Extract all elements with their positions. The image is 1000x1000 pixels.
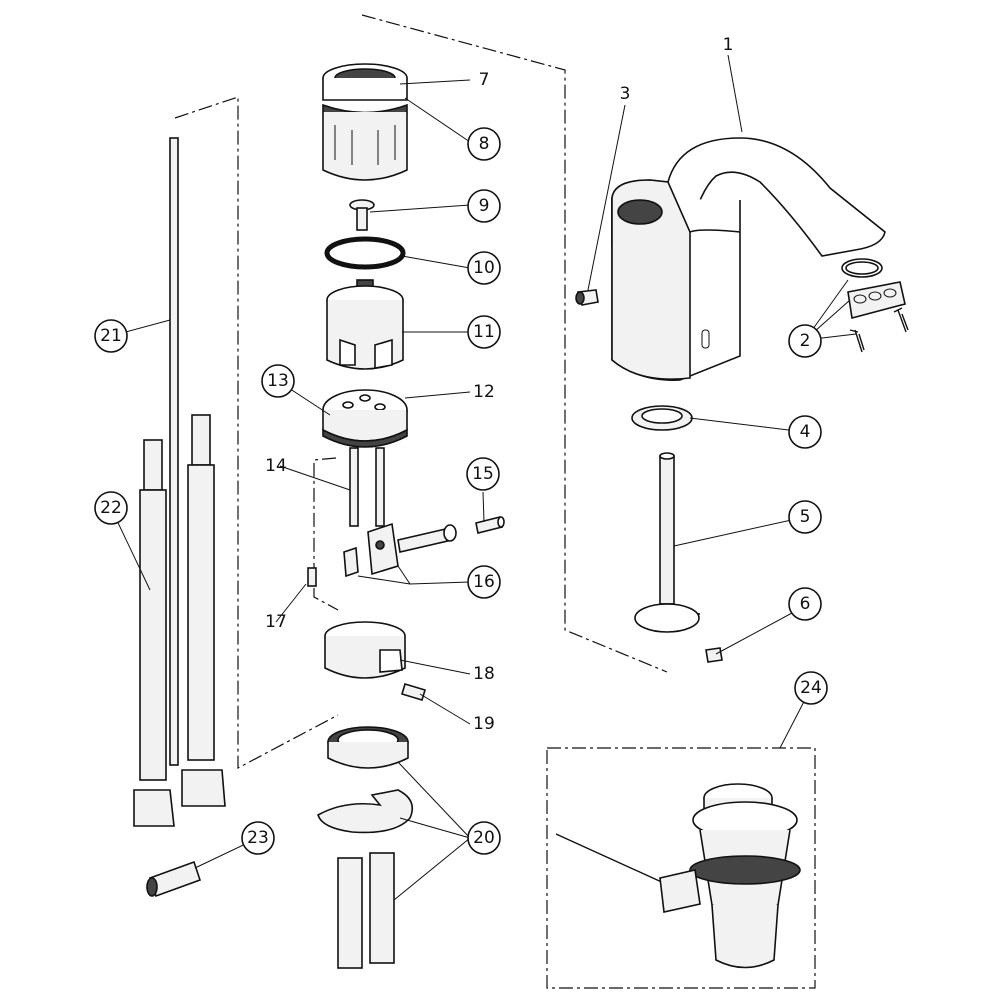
svg-text:20: 20 [473, 828, 495, 848]
spout-body [611, 137, 886, 381]
fixing-set-20 [317, 726, 414, 969]
pin-15 [475, 516, 505, 534]
callout-24: 24 [794, 671, 828, 705]
callout-20: 20 [467, 821, 501, 855]
svg-text:21: 21 [100, 326, 122, 346]
callout-13: 13 [261, 364, 295, 398]
callout-4: 4 [788, 415, 822, 449]
callout-18: 18 [473, 664, 495, 684]
studs-14 [349, 447, 385, 527]
lever-assembly-16 [343, 522, 457, 578]
callout-7: 7 [479, 70, 490, 90]
assembly-line-cartridge [361, 14, 668, 673]
callout-16: 16 [467, 565, 501, 599]
top-sleeve [322, 63, 408, 181]
screw-19 [401, 683, 426, 701]
assembly-line-lever [313, 457, 339, 611]
svg-text:15: 15 [472, 464, 494, 484]
callout-10: 10 [467, 251, 501, 285]
svg-text:8: 8 [479, 134, 490, 154]
adapter-23 [146, 860, 202, 898]
svg-text:24: 24 [800, 678, 822, 698]
callout-22: 22 [94, 491, 128, 525]
callout-9: 9 [467, 189, 501, 223]
svg-text:13: 13 [267, 371, 289, 391]
disc-12 [322, 389, 408, 448]
lift-rod-21 [169, 137, 179, 766]
cartridge-11 [326, 279, 404, 370]
callout-12: 12 [473, 382, 495, 402]
callout-15: 15 [466, 457, 500, 491]
nut-6 [705, 647, 723, 663]
callout-3: 3 [620, 84, 631, 104]
callout-5: 5 [788, 500, 822, 534]
callout-23: 23 [241, 821, 275, 855]
waste-assembly-24 [546, 747, 816, 989]
collar-18 [324, 621, 406, 679]
svg-text:11: 11 [473, 322, 495, 342]
callout-8: 8 [467, 127, 501, 161]
svg-text:6: 6 [800, 594, 811, 614]
callout-19: 19 [473, 714, 495, 734]
callout-21: 21 [94, 319, 128, 353]
svg-text:23: 23 [247, 828, 269, 848]
callout-14: 14 [265, 456, 287, 476]
svg-text:2: 2 [800, 331, 811, 351]
flexible-hoses-22 [133, 414, 226, 827]
callout-6: 6 [788, 587, 822, 621]
mounting-plate-set [841, 258, 909, 353]
set-screw-3 [575, 289, 599, 306]
assembly-line-rod [174, 96, 339, 769]
svg-text:4: 4 [800, 422, 811, 442]
pin-17 [307, 567, 317, 587]
svg-text:16: 16 [473, 572, 495, 592]
serrated-washer [631, 405, 693, 431]
o-ring-10 [324, 236, 406, 270]
callout-1: 1 [723, 35, 734, 55]
svg-text:22: 22 [100, 498, 122, 518]
screw-9 [349, 199, 375, 231]
svg-text:9: 9 [479, 196, 490, 216]
svg-text:5: 5 [800, 507, 811, 527]
callout-17: 17 [265, 612, 287, 632]
callout-11: 11 [467, 315, 501, 349]
mounting-rod [634, 452, 701, 633]
svg-text:10: 10 [473, 258, 495, 278]
callout-2: 2 [788, 324, 822, 358]
